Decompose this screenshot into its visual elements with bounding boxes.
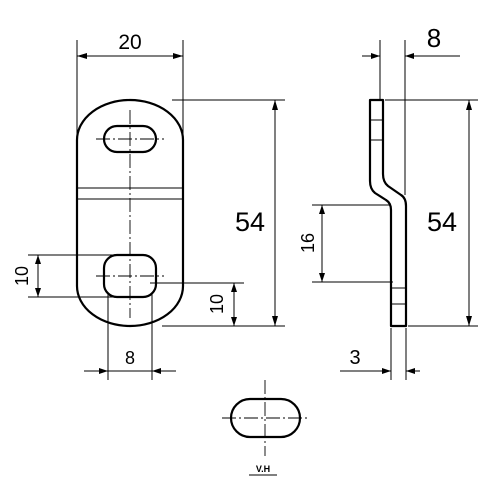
dimension-slot-offset-right-text: 10 <box>207 294 227 314</box>
dimension-offset-side: 16 <box>298 204 393 283</box>
dimension-width-top: 20 <box>76 31 184 138</box>
dimension-slot-height-left: 10 <box>12 254 116 298</box>
dimension-thickness-bottom: 3 <box>340 328 420 380</box>
dimension-slot-width-bottom: 8 <box>84 292 176 380</box>
dimension-height-front-text: 54 <box>235 207 265 237</box>
dimension-height-side: 54 <box>385 99 478 327</box>
detail-slot-outline <box>229 397 302 439</box>
dimension-thickness-bottom-text: 3 <box>349 347 360 369</box>
dimension-slot-offset-right: 10 <box>150 282 244 327</box>
upper-slot <box>102 124 158 154</box>
side-view-outline <box>368 98 408 328</box>
side-view <box>368 98 408 328</box>
front-view-outline <box>75 98 185 328</box>
dimension-thickness-top: 8 <box>362 23 460 195</box>
dimension-offset-side-text: 16 <box>298 233 318 253</box>
dimension-width-top-text: 20 <box>118 31 141 54</box>
front-view <box>75 98 185 328</box>
dimension-height-side-text: 54 <box>427 207 457 237</box>
dimension-thickness-top-text: 8 <box>427 23 441 53</box>
detail-view-label: V.H <box>256 464 270 474</box>
dimension-height-front: 54 <box>172 99 285 327</box>
dimension-slot-height-left-text: 10 <box>12 266 32 286</box>
detail-view: V.H <box>222 380 310 476</box>
lower-slot <box>102 253 158 299</box>
dimension-slot-width-bottom-text: 8 <box>125 348 135 368</box>
